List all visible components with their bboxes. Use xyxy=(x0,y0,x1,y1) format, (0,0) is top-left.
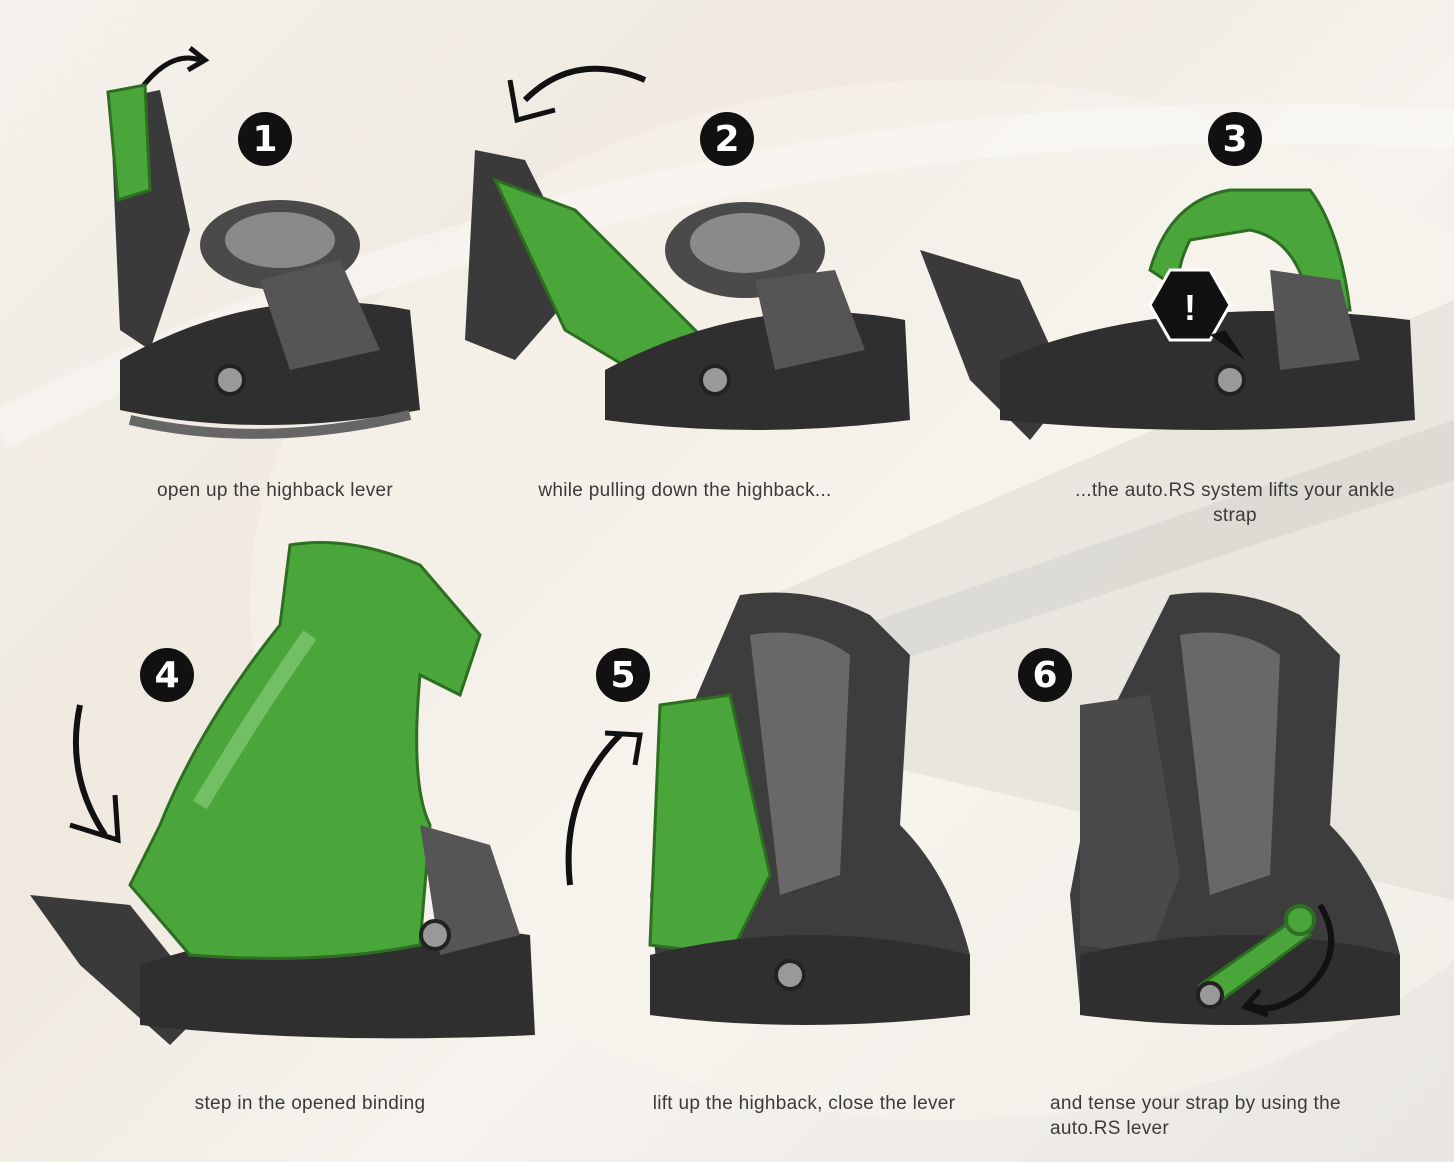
binding-lever-open-icon xyxy=(106,46,420,439)
highback-lift-icon xyxy=(565,592,970,1025)
step-5: 5 lift up the highback, close the lever xyxy=(550,575,1010,1135)
boot-step-in-icon xyxy=(30,541,535,1045)
step-number-badge: 1 xyxy=(238,112,292,166)
step-caption: and tense your strap by using the auto.R… xyxy=(1050,1093,1341,1139)
binding-highback-down-icon xyxy=(465,65,910,430)
step-number-badge: 2 xyxy=(700,112,754,166)
strap-tension-icon xyxy=(1070,592,1400,1025)
step-1: 1 open up the highback lever xyxy=(80,30,540,590)
step-caption: step in the opened binding xyxy=(194,1093,426,1114)
step-caption: open up the highback lever xyxy=(157,480,393,501)
binding-strap-lift-icon: ! xyxy=(920,188,1415,440)
step-number-badge: 4 xyxy=(140,648,194,702)
step-number-badge: 5 xyxy=(596,648,650,702)
step-2: 2 while pulling down the highback... xyxy=(455,30,915,590)
step-caption: lift up the highback, close the lever xyxy=(652,1093,956,1114)
warning-icon xyxy=(1148,268,1232,342)
step-number-badge: 6 xyxy=(1018,648,1072,702)
step-3: ! 3 ...the auto.RS system lifts your ank… xyxy=(910,30,1415,590)
warning-mark: ! xyxy=(1184,287,1196,328)
step-number-badge: 3 xyxy=(1208,112,1262,166)
step-caption: ...the auto.RS system lifts your ankle s… xyxy=(1075,480,1395,526)
step-caption: while pulling down the highback... xyxy=(538,480,832,501)
step-4: 4 step in the opened binding xyxy=(20,525,535,1114)
step-6: 6 and tense your strap by using the auto… xyxy=(1000,575,1454,1139)
